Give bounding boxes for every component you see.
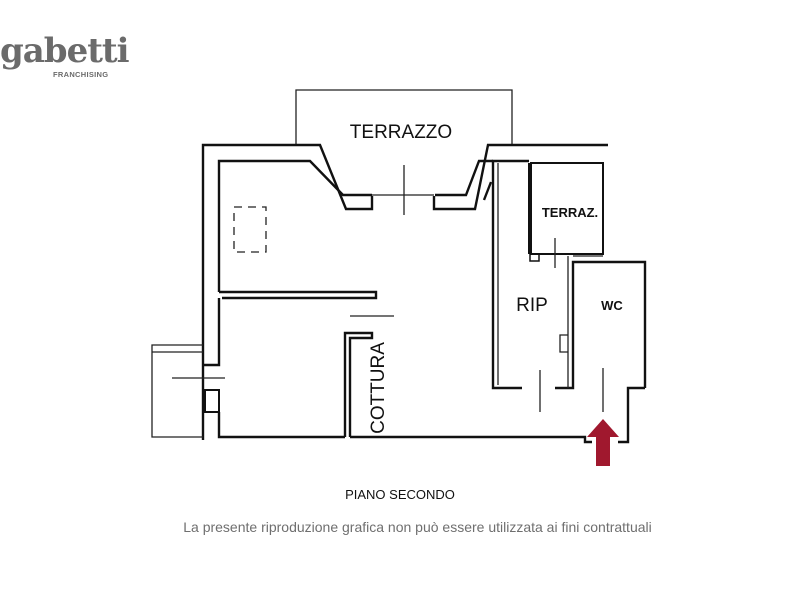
wall-bottom-right: [350, 435, 592, 444]
wall-fragment: [482, 181, 493, 201]
wall-niche: [559, 334, 568, 353]
brand-logo: gabetti FRANCHISING: [0, 34, 130, 82]
logo-wordmark: gabetti: [0, 31, 130, 71]
wall-inner-right: [435, 159, 493, 197]
wall-outer-left: [201, 143, 374, 440]
skylight-dashed: [233, 206, 267, 253]
wall-interior-horizontal: [219, 290, 378, 300]
wall-outer-right: [432, 143, 608, 211]
label-terraz-small: TERRAZ.: [542, 205, 598, 220]
wall-wc: [555, 260, 647, 390]
label-terrazzo: TERRAZZO: [350, 122, 452, 143]
logo-subtitle: FRANCHISING: [53, 70, 109, 79]
label-wc: WC: [601, 298, 623, 313]
terrace-outline: [295, 89, 513, 145]
wall-left-lower: [203, 298, 221, 367]
small-balcony: [151, 344, 203, 438]
disclaimer: La presente riproduzione grafica non può…: [183, 519, 652, 535]
wall-entrance-right: [618, 386, 645, 444]
label-cottura: COTTURA: [368, 342, 389, 434]
wall-pillar: [529, 253, 540, 262]
wall-left-bottom: [217, 412, 345, 439]
label-rip: RIP: [516, 295, 548, 316]
entrance-arrow-icon: [587, 419, 619, 466]
wall-inner-left: [217, 159, 372, 292]
wall-rip: [491, 159, 529, 390]
floor-title: PIANO SECONDO: [345, 487, 455, 502]
window: [204, 389, 220, 413]
wall-cottura: [343, 331, 374, 437]
